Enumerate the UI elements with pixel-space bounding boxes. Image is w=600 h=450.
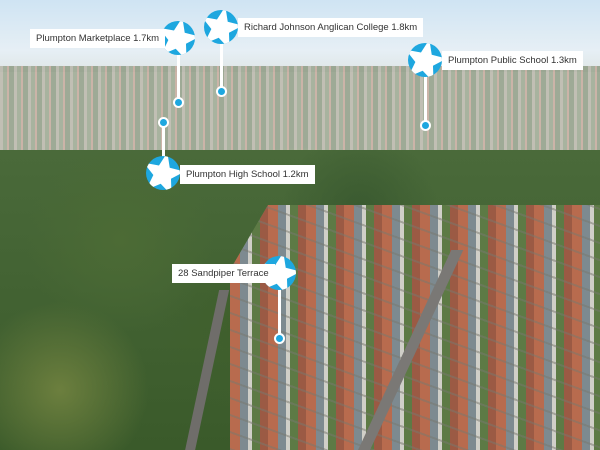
marker-dot (420, 120, 431, 131)
star-icon (146, 156, 180, 190)
marker-dot (274, 333, 285, 344)
marker-dot (173, 97, 184, 108)
marker-label: Plumpton Public School 1.3km (442, 51, 583, 70)
marker-dot (216, 86, 227, 97)
star-icon (204, 10, 238, 44)
marker-pin-line (162, 124, 165, 160)
marker-dot (158, 117, 169, 128)
marker-label: Plumpton Marketplace 1.7km (30, 29, 166, 48)
marker-pin-line (278, 286, 281, 336)
marker-label: 28 Sandpiper Terrace (172, 264, 275, 283)
marker-pin-line (424, 74, 427, 124)
star-icon (408, 43, 442, 77)
marker-label: Richard Johnson Anglican College 1.8km (238, 18, 424, 37)
marker-pin-line (177, 50, 180, 100)
marker-label: Plumpton High School 1.2km (180, 165, 315, 184)
star-icon (161, 21, 195, 55)
marker-pin-line (220, 40, 223, 90)
